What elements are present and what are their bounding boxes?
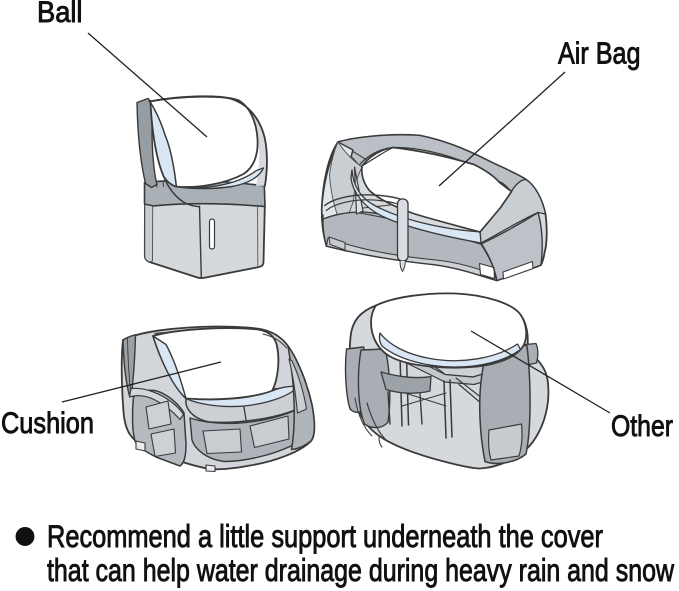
svg-text:Ball: Ball — [37, 0, 83, 29]
svg-text:Recommend a little support und: Recommend a little support underneath th… — [47, 518, 603, 554]
svg-text:Cushion: Cushion — [1, 407, 94, 440]
svg-text:Other: Other — [611, 410, 673, 443]
svg-text:Air Bag: Air Bag — [558, 36, 641, 71]
svg-text:that can help water drainage d: that can help water drainage during heav… — [47, 552, 674, 588]
